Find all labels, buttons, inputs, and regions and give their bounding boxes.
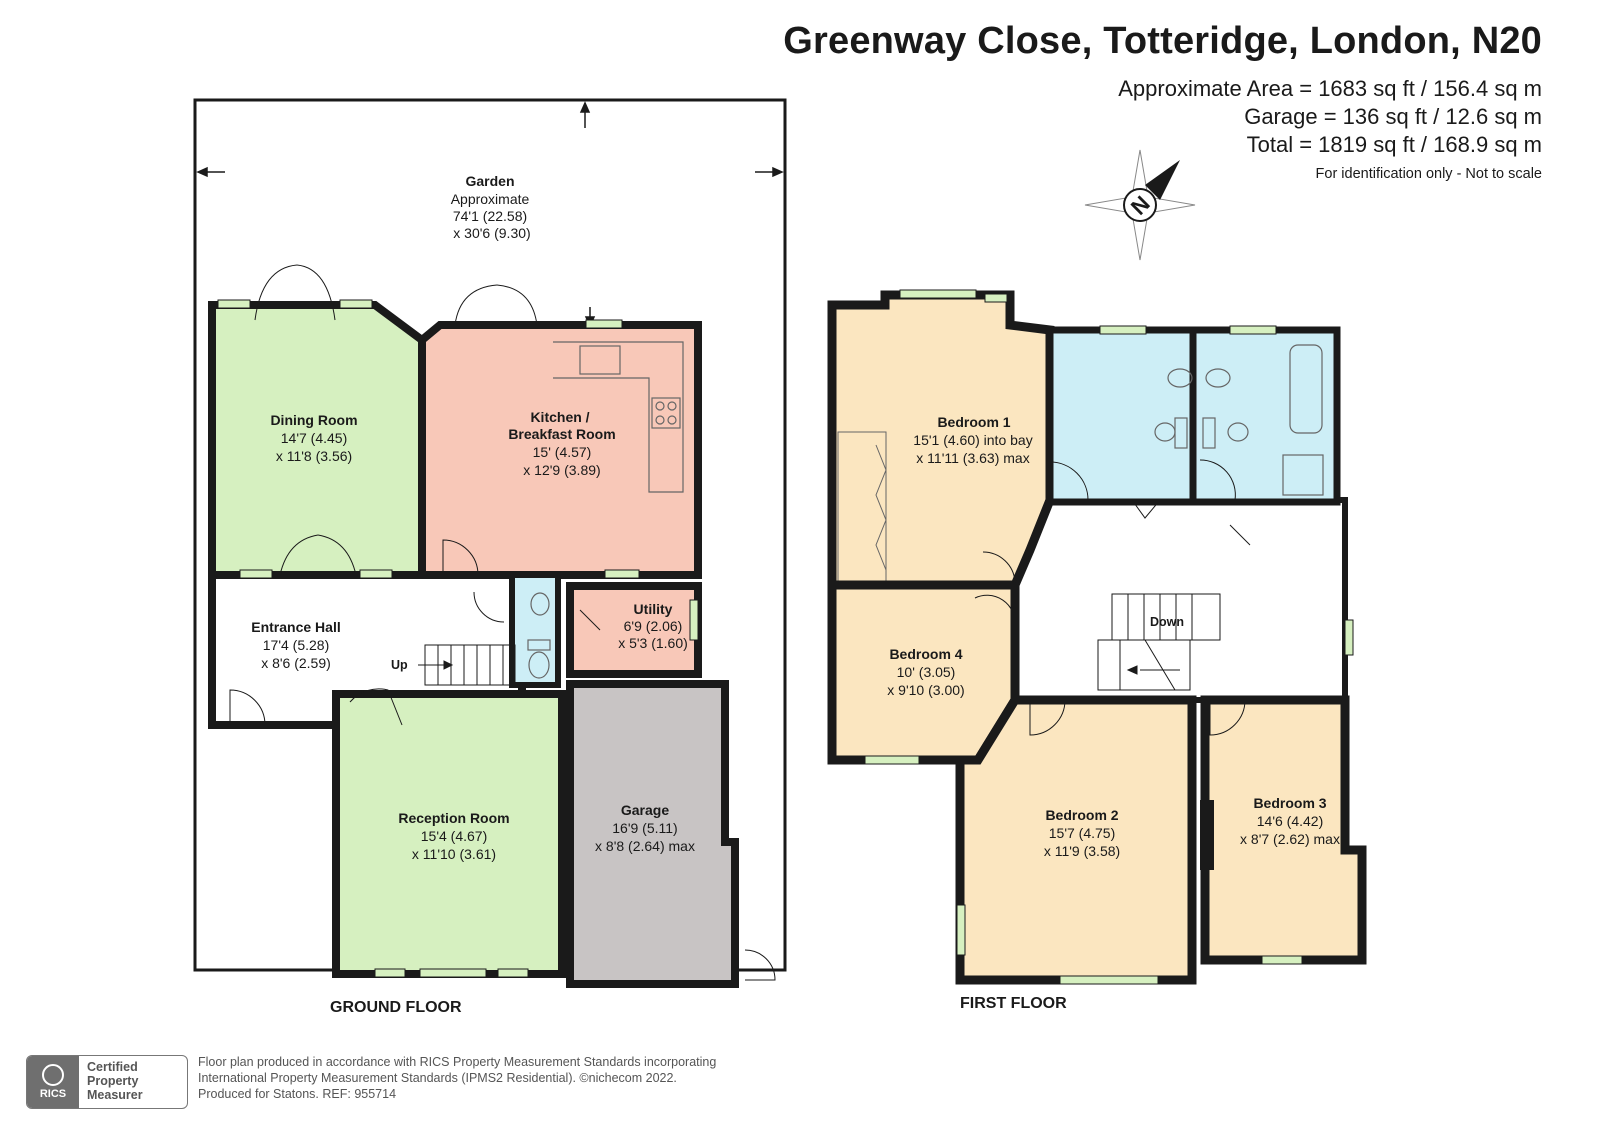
first-doors xyxy=(974,459,1251,736)
stairs-up-label: Up xyxy=(391,658,408,672)
footer-line-3: Produced for Statons. REF: 955714 xyxy=(198,1087,397,1101)
bedroom-1-dim-2: x 11'11 (3.63) max xyxy=(916,450,1029,466)
dining-label: Dining Room xyxy=(270,412,357,428)
rics-certified-badge: RICS Certified Property Measurer xyxy=(26,1055,188,1109)
first-floor-label: FIRST FLOOR xyxy=(960,995,1067,1012)
bedroom-3-chimney xyxy=(1200,800,1214,870)
ground-floor: Up Garden Approximate xyxy=(193,98,787,1016)
kitchen-label: Kitchen / xyxy=(530,409,589,425)
bedroom-3-dim-1: 14'6 (4.42) xyxy=(1257,813,1324,829)
bedroom-1-dim-1: 15'1 (4.60) into bay xyxy=(913,432,1032,448)
garage-area: Garage = 136 sq ft / 12.6 sq m xyxy=(1244,104,1542,129)
utility-dim-1: 6'9 (2.06) xyxy=(624,618,683,634)
first-windows xyxy=(864,289,1354,985)
hall-dim-2: x 8'6 (2.59) xyxy=(261,655,331,671)
identification-note: For identification only - Not to scale xyxy=(1315,166,1542,182)
kitchen-label-2: Breakfast Room xyxy=(508,426,615,442)
garden-dim-1: Approximate xyxy=(451,191,530,207)
reception-room xyxy=(332,690,566,978)
hall-dim-1: 17'4 (5.28) xyxy=(263,637,330,653)
bedroom-2-dim-1: 15'7 (4.75) xyxy=(1049,825,1116,841)
footer-line-1: Floor plan produced in accordance with R… xyxy=(198,1055,717,1069)
garage-room xyxy=(566,680,739,988)
utility-label: Utility xyxy=(634,601,673,617)
approx-area: Approximate Area = 1683 sq ft / 156.4 sq… xyxy=(1118,76,1542,101)
footer-line-2: International Property Measurement Stand… xyxy=(198,1071,677,1085)
reception-dim-1: 15'4 (4.67) xyxy=(421,828,488,844)
stairs-down-label: Down xyxy=(1150,615,1184,629)
reception-label: Reception Room xyxy=(398,810,509,826)
bathroom-fixtures xyxy=(1154,344,1324,496)
garden-label: Garden xyxy=(465,173,514,189)
shower-room xyxy=(1046,326,1197,506)
utility-room xyxy=(566,582,702,678)
bedroom-3-dim-2: x 8'7 (2.62) max xyxy=(1240,831,1340,847)
garden-dim-3: x 30'6 (9.30) xyxy=(453,225,530,241)
bedroom-4-dim-1: 10' (3.05) xyxy=(897,664,956,680)
ground-stairs xyxy=(418,644,516,686)
wc-fixtures xyxy=(527,592,551,679)
bedroom-2-dim-2: x 11'9 (3.58) xyxy=(1044,843,1120,859)
bedroom-4-dim-2: x 9'10 (3.00) xyxy=(887,682,964,698)
garage-label: Garage xyxy=(621,802,669,818)
utility-dim-2: x 5'3 (1.60) xyxy=(618,635,688,651)
hall-label: Entrance Hall xyxy=(251,619,340,635)
rics-certification-text: Certified Property Measurer xyxy=(87,1060,143,1102)
compass-icon: N xyxy=(1084,149,1196,261)
plan-title: Greenway Close, Totteridge, London, N20 xyxy=(783,20,1542,62)
bathroom xyxy=(1189,326,1341,506)
garden-dim-2: 74'1 (22.58) xyxy=(453,208,527,224)
bedroom-3-label: Bedroom 3 xyxy=(1253,795,1326,811)
kitchen-units xyxy=(553,341,684,493)
bedroom-4-label: Bedroom 4 xyxy=(889,646,962,662)
bedroom-2 xyxy=(955,695,1197,985)
dining-dim-2: x 11'8 (3.56) xyxy=(276,448,352,464)
rics-org: RICS xyxy=(39,1088,67,1100)
kitchen-room xyxy=(418,321,702,579)
bedroom-2-label: Bedroom 2 xyxy=(1045,807,1118,823)
ground-floor-label: GROUND FLOOR xyxy=(330,999,462,1016)
dining-dim-1: 14'7 (4.45) xyxy=(281,430,348,446)
rics-logo-icon: RICS xyxy=(27,1056,79,1108)
wc-room xyxy=(509,572,561,688)
bedroom-1-label: Bedroom 1 xyxy=(937,414,1010,430)
garage-dim-1: 16'9 (5.11) xyxy=(612,820,677,836)
footer-disclaimer: Floor plan produced in accordance with R… xyxy=(198,1054,716,1102)
garage-dim-2: x 8'8 (2.64) max xyxy=(595,838,695,854)
kitchen-dim-2: x 12'9 (3.89) xyxy=(523,462,600,478)
first-stairs xyxy=(1097,593,1221,691)
reception-dim-2: x 11'10 (3.61) xyxy=(412,846,496,862)
bedroom-3 xyxy=(1200,695,1367,965)
ground-windows xyxy=(217,299,699,978)
first-floor: Down Bedroom 1 15'1 (4.60) into bay xyxy=(827,289,1367,1012)
kitchen-dim-1: 15' (4.57) xyxy=(533,444,592,460)
ground-doors xyxy=(229,264,776,981)
total-area: Total = 1819 sq ft / 168.9 sq m xyxy=(1246,132,1542,157)
